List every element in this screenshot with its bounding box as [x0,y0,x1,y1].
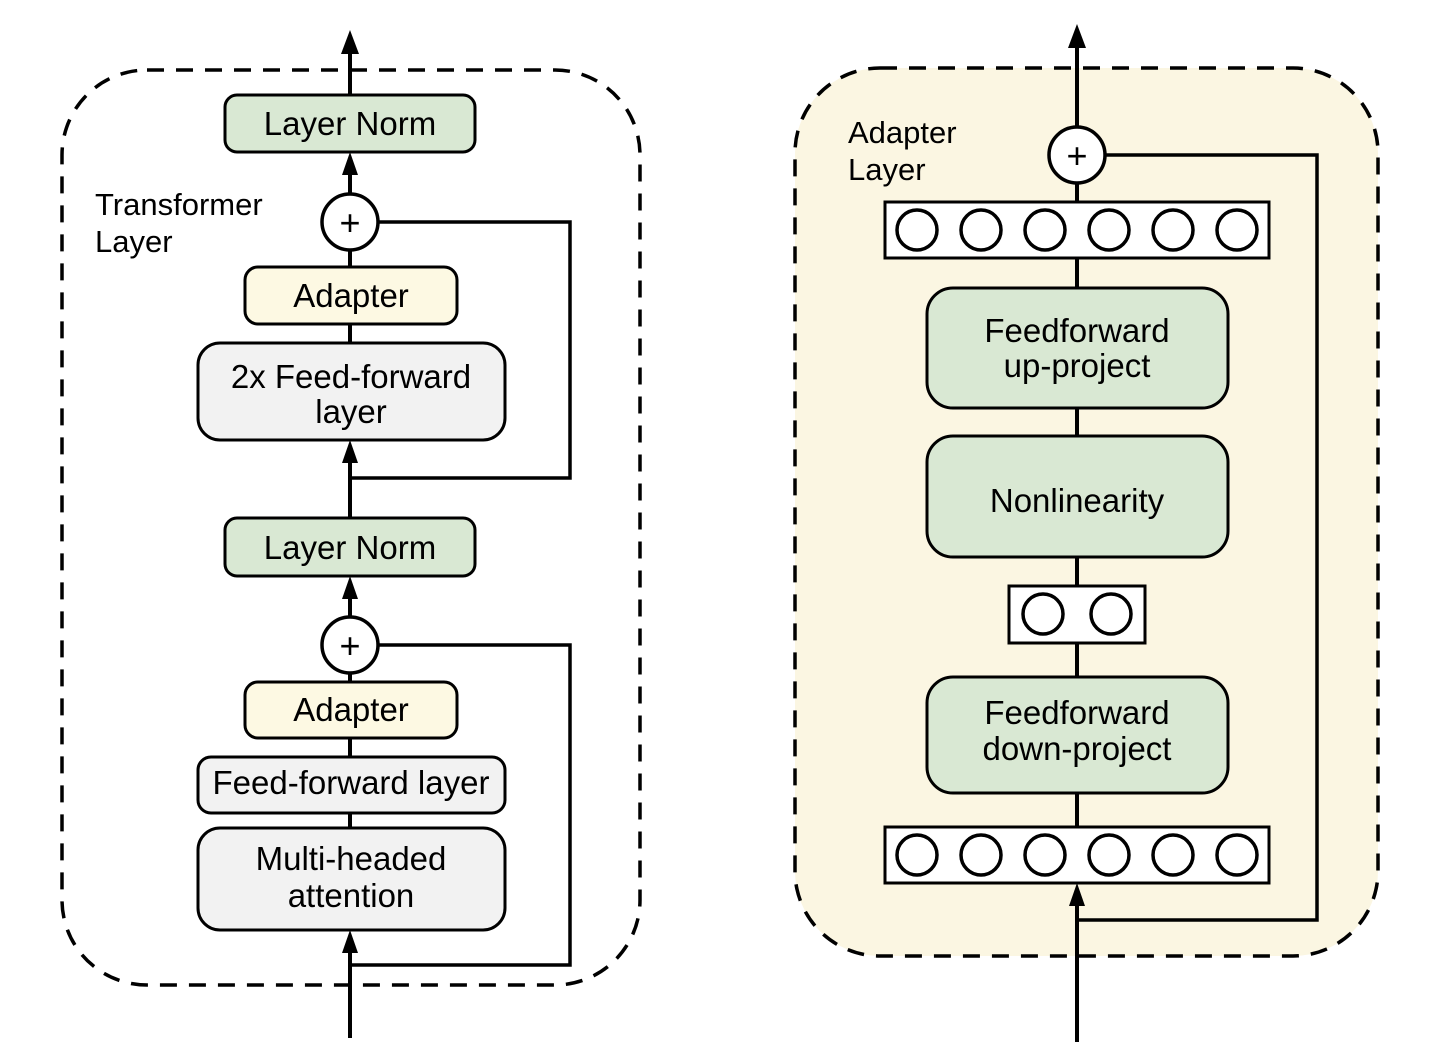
adapter-bottom-label: Adapter [293,691,409,728]
layer-norm-top-box [223,93,477,154]
adapter-top-label: Adapter [293,277,409,314]
feed-forward-label: Feed-forward layer [213,764,490,801]
sum-node-bottom-left [320,615,380,675]
feedforward-up-project-box [925,286,1230,410]
feature-unit-circle [1215,208,1259,252]
layer-norm-bottom-box [223,516,477,578]
feature-unit-circle [1087,833,1131,877]
feed-forward-2x-label-line2: layer [315,393,387,430]
feed-forward-2x-label-line1: 2x Feed-forward [231,358,471,395]
feature-unit-circle [1087,208,1131,252]
feature-unit-circle [895,833,939,877]
bottleneck-row [1007,584,1147,645]
feature-unit-circle [1023,833,1067,877]
feed-forward-box [196,755,507,815]
feature-unit-circle [959,208,1003,252]
sum-node-right-label: + [1066,135,1087,176]
feedforward-down-project-box [925,675,1230,795]
feature-unit-circle [1089,592,1133,636]
sum-node-bottom-left-label: + [339,625,360,666]
feature-unit-circle [1215,833,1259,877]
arrowhead [1068,24,1086,48]
feature-unit-circle [895,208,939,252]
adapter-top-box [243,265,459,326]
feature-unit-circle [1151,833,1195,877]
residual-skip-right [1077,153,1319,922]
adapter-layer-label-line2: Layer [848,152,926,187]
feedforward-up-project-label-line2: up-project [1004,347,1151,384]
transformer-layer-label-line2: Layer [95,224,173,259]
sum-node-top-left [320,192,380,252]
sum-node-right [1047,125,1107,185]
feature-unit-circle [1021,592,1065,636]
feature-unit-circle [1023,208,1067,252]
residual-skip-upper-left [350,220,572,480]
adapter-layer-label-line1: Adapter [848,115,957,150]
residual-skip-lower-left [350,643,572,967]
transformer-layer-label-line1: Transformer [95,187,263,222]
sum-node-top-left-label: + [339,202,360,243]
arrowhead [342,576,358,599]
feedforward-down-project-label-line2: down-project [983,730,1172,767]
adapter-bottom-box [243,680,459,740]
feature-row-bottom [883,825,1271,885]
feature-unit-circle [959,833,1003,877]
nonlinearity-box [925,434,1230,559]
multi-headed-attention-label-line2: attention [288,877,415,914]
feedforward-down-project-label-line1: Feedforward [984,694,1169,731]
feedforward-up-project-label-line1: Feedforward [984,312,1169,349]
feature-row-bottom-box [883,825,1271,885]
layer-norm-top-label: Layer Norm [264,105,436,142]
feature-row-top [883,200,1271,260]
multi-headed-attention-box [196,826,507,932]
multi-headed-attention-label-line1: Multi-headed [256,840,447,877]
layer-norm-bottom-label: Layer Norm [264,529,436,566]
arrowhead [1069,883,1085,906]
arrowhead [342,152,358,175]
feature-unit-circle [1151,208,1195,252]
arrowhead [341,30,359,54]
arrowhead [342,440,358,463]
feed-forward-2x-box [196,341,507,442]
feature-row-top-box [883,200,1271,260]
arrowhead [342,930,358,953]
nonlinearity-label: Nonlinearity [990,482,1165,519]
